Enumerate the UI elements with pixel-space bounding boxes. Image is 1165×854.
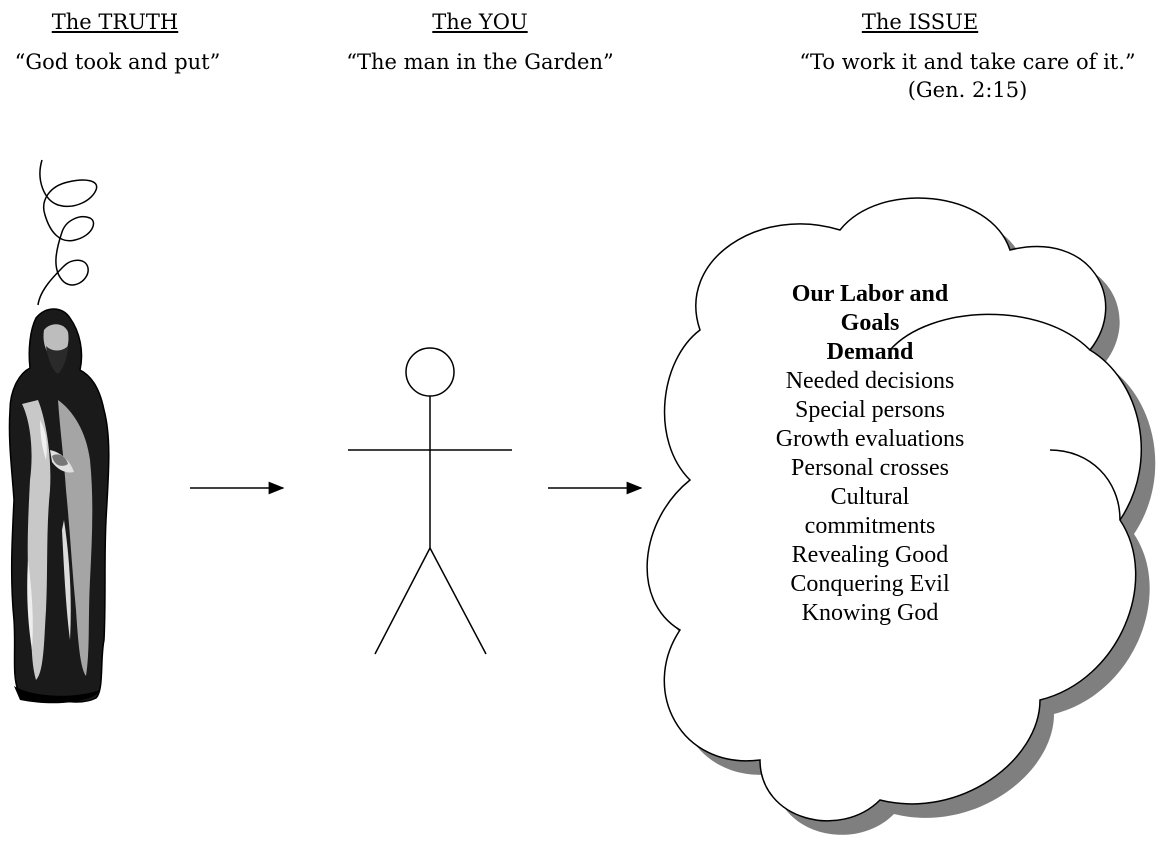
cloud-item: Revealing Good: [791, 542, 949, 568]
cloud-title-line-2: Goals: [840, 310, 900, 336]
cloud-item: Knowing God: [801, 600, 939, 626]
cloud-item: Growth evaluations: [775, 426, 965, 452]
thought-cloud: [646, 197, 1156, 835]
subtitle-you: “The man in the Garden”: [346, 50, 614, 74]
spiral-squiggle-icon: [37, 159, 98, 306]
cloud-item: Special persons: [795, 397, 945, 423]
robed-figure-icon: [8, 308, 110, 704]
subtitle-issue: “To work it and take care of it.” (Gen. …: [799, 50, 1136, 102]
heading-issue: The ISSUE: [861, 10, 979, 34]
cloud-item: Conquering Evil: [790, 571, 950, 597]
heading-you: The YOU: [432, 10, 528, 34]
cloud-item: Needed decisions: [785, 368, 955, 394]
cloud-item: commitments: [804, 513, 936, 539]
cloud-item: Personal crosses: [791, 455, 949, 481]
subtitle-truth: “God took and put”: [14, 50, 221, 74]
cloud-item: Cultural: [830, 484, 910, 510]
stick-figure-icon: [348, 347, 512, 655]
cloud-text-block: Our Labor and Goals Demand Needed decisi…: [730, 280, 1010, 628]
cloud-title-line-3: Demand: [826, 339, 914, 365]
heading-truth: The TRUTH: [51, 10, 179, 34]
cloud-title-line-1: Our Labor and: [791, 281, 949, 307]
